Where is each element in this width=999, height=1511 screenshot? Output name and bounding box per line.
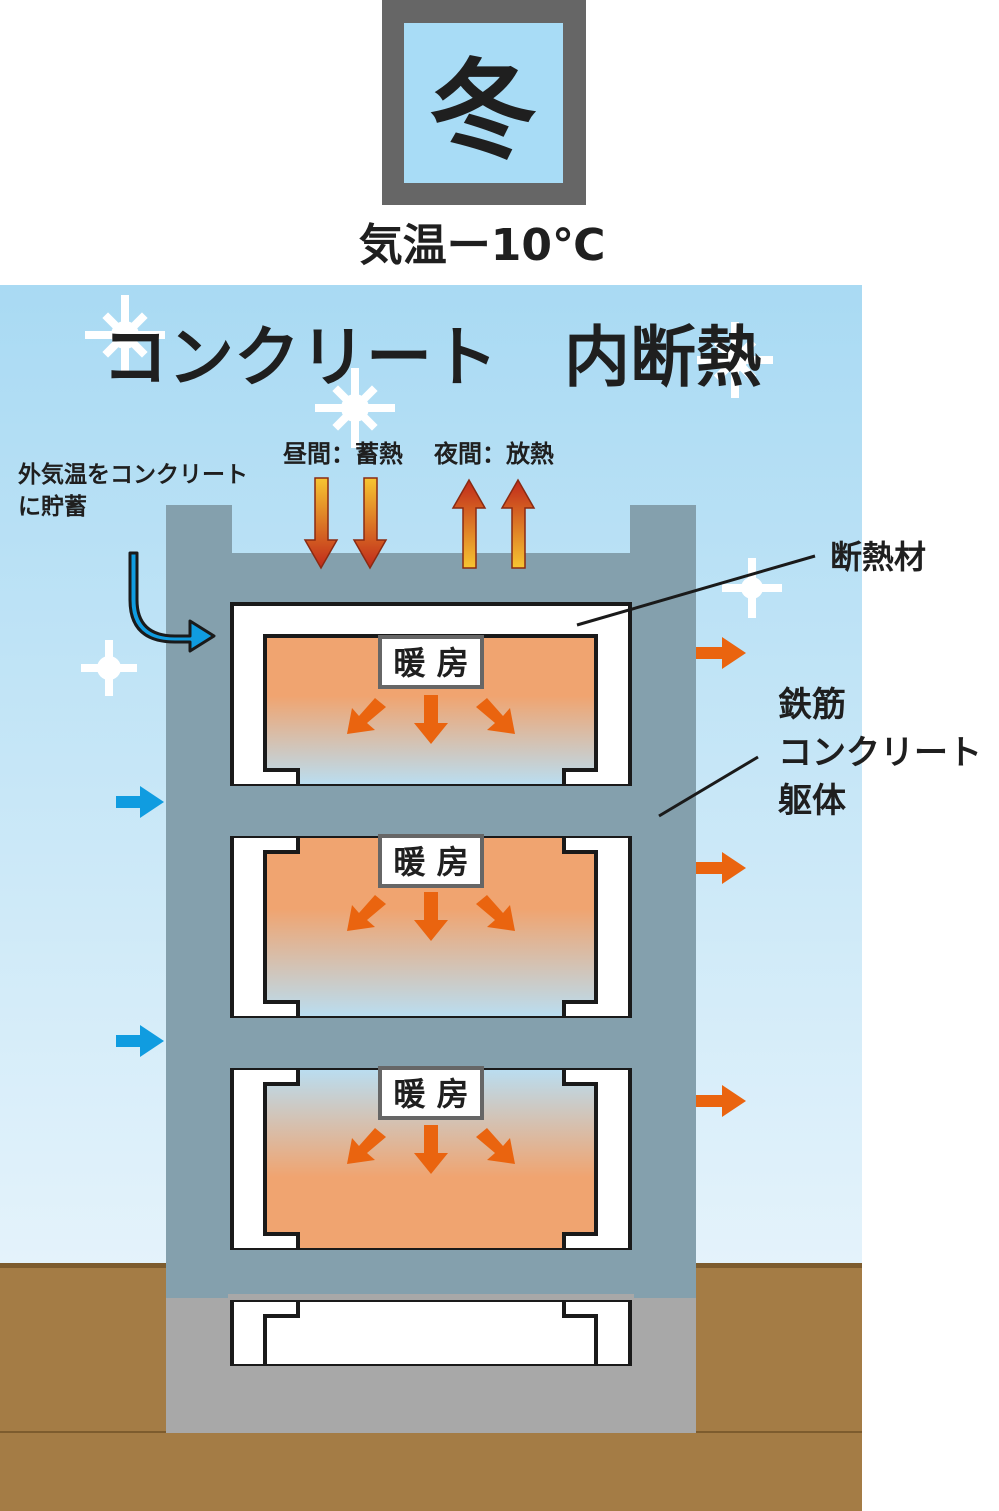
- room-label: 暖 房: [393, 1075, 468, 1113]
- structure-callout-line: [658, 755, 759, 818]
- structure-label-line2: コンクリート: [778, 733, 982, 773]
- room-badge: 暖 房: [378, 834, 484, 888]
- snowflake-icon: [85, 295, 165, 375]
- curved-cold-air-arrow-icon: [128, 551, 216, 653]
- basement: [228, 1294, 634, 1370]
- snowflake-icon: [81, 640, 137, 696]
- insulation-callout-line: [576, 554, 816, 627]
- heat-storage-arrow-icon: [352, 477, 388, 570]
- room-label: 暖 房: [393, 843, 468, 881]
- heat-arrow-icon: [347, 892, 515, 941]
- snowflake-icon: [697, 322, 773, 398]
- heat-release-arrow-icon: [500, 478, 536, 569]
- basement-interior: [263, 1298, 598, 1368]
- heat-out-arrow-icon: [696, 852, 746, 884]
- outside-air-label-line1: 外気温をコンクリート: [18, 461, 248, 488]
- diagram-title: コンクリート 内断熱: [102, 319, 762, 396]
- season-badge: 冬: [382, 0, 586, 205]
- room-badge: 暖 房: [378, 1066, 484, 1120]
- heat-arrow-icon: [347, 1125, 515, 1174]
- heat-storage-arrow-icon: [303, 477, 339, 570]
- heat-out-arrow-icon: [696, 1085, 746, 1117]
- room-label: 暖 房: [393, 644, 468, 682]
- outside-air-label-line2: に貯蓄: [18, 493, 87, 520]
- insulation-label: 断熱材: [830, 538, 926, 576]
- heat-arrow-icon: [347, 695, 515, 744]
- season-label: 冬: [429, 49, 537, 174]
- structure-label-line1: 鉄筋: [778, 685, 846, 725]
- badge-inner: [404, 23, 563, 183]
- structure-label-line3: 躯体: [778, 781, 846, 821]
- cold-air-arrow-icon: [116, 1025, 164, 1057]
- cold-air-arrow-icon: [116, 786, 164, 818]
- daytime-label: 昼間：蓄熱: [283, 440, 403, 468]
- heat-out-arrow-icon: [696, 637, 746, 669]
- heat-release-arrow-icon: [451, 478, 487, 569]
- temperature-label: 気温ー10℃: [359, 220, 606, 271]
- room-badge: 暖 房: [378, 635, 484, 689]
- nighttime-label: 夜間：放熱: [433, 440, 554, 468]
- snowflake-icon: [315, 368, 395, 448]
- snowflake-icon: [722, 558, 782, 618]
